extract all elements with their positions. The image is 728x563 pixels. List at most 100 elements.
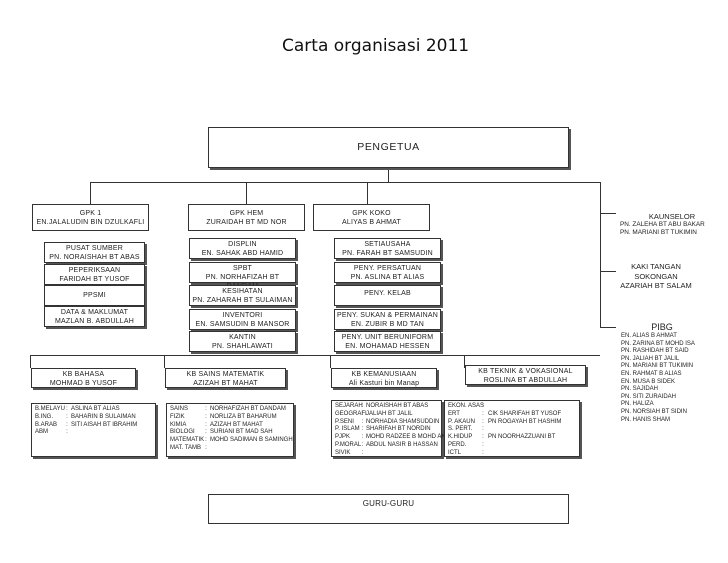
unit-box-peny-sukan: PENY. SUKAN & PERMAINAN EN. ZUBIR B MD T…: [334, 309, 441, 330]
subject-name: ABM: [35, 429, 49, 436]
subject-row: ERT:CIK SHARIFAH BT YUSOF: [448, 411, 576, 419]
subject-sep: :: [66, 413, 68, 420]
subject-teacher: MOHD SADIMAN B SAMINGH: [210, 437, 293, 444]
subject-sep: :: [361, 410, 364, 417]
pibg-member: PN. HANIS SHAM: [621, 416, 671, 423]
subject-teacher: JALIAH BT JALIL: [366, 410, 413, 417]
gpkkoko-box: GPK KOKO ALIYAS B AHMAT: [313, 204, 430, 231]
unit-box-peny-persatuan: PENY. PERSATUAN PN. ASLINA BT ALIAS: [334, 262, 441, 283]
kaki-tangan-line: SOKONGAN: [634, 271, 678, 281]
subject-teacher: NORAISHAH BT ABAS: [366, 403, 429, 409]
unit-title: INVENTORI: [222, 312, 263, 319]
subject-name: SIVIK: [335, 449, 351, 456]
pibg-member: PN. RASHIDAH BT SAID: [621, 348, 689, 355]
subject-row: FIZIK:NORLIZA BT BAHARUM: [170, 414, 290, 422]
unit-box-displin: DISPLIN EN. SAHAK ABD HAMID: [189, 238, 296, 259]
subject-row: KIMIA:AZIZAH BT MAHAT: [170, 422, 290, 430]
unit-box-ppsmi: PPSMI: [44, 285, 145, 306]
subject-row: GEOGRAFI:JALIAH BT JALIL: [335, 411, 438, 419]
unit-name: EN. SAHAK ABD HAMID: [201, 250, 284, 257]
gpkhem-title: GPK HEM: [229, 210, 264, 217]
subject-teacher: [71, 429, 152, 437]
subject-sep: :: [205, 444, 207, 451]
kaunselor-title: KAUNSELOR: [648, 212, 696, 221]
subject-sep: :: [482, 434, 484, 441]
kaki-tangan-group: KAKI TANGAN SOKONGAN AZARIAH BT SALAM: [616, 262, 696, 291]
pengetua-label: PENGETUA: [357, 141, 420, 153]
unit-title: DISPLIN: [228, 241, 257, 248]
unit-box-kesihatan: KESIHATAN PN. ZAHARAH BT SULAIMAN: [189, 285, 296, 306]
subject-row: MATEMATIK:MOHD SADIMAN B SAMINGH: [170, 437, 293, 445]
kaunselor-name: PN. MARIANI BT TUKIMIN: [620, 229, 697, 236]
unit-name: EN. SAMSUDIN B MANSOR: [195, 321, 290, 328]
unit-name: FARIDAH BT YUSOF: [59, 276, 130, 283]
subject-teacher: AZIZAH BT MAHAT: [210, 421, 263, 428]
unit-title: PENY. SUKAN & PERMAINAN: [337, 312, 438, 319]
subject-sep: :: [361, 441, 364, 448]
subject-teacher: [488, 403, 576, 411]
subject-row: P.SENI:NORHADIA SHAMSUDDIN: [335, 419, 439, 427]
gpkhem-name: ZURAIDAH BT MD NOR: [206, 219, 287, 226]
subject-teacher: [488, 442, 576, 450]
gpk1-name: EN.JALALUDIN BIN DZULKAFLI: [36, 219, 145, 226]
unit-name: PN. NORAISHAH BT ABAS: [49, 254, 140, 261]
pibg-member: PN. NORSIAH BT SIDIN: [621, 408, 687, 415]
subject-name: B.MELAYU: [35, 406, 65, 412]
unit-title: KESIHATAN: [222, 288, 263, 295]
kb-box-kemanusiaan: KB KEMANUSIAAN Ali Kasturi bin Manap: [331, 368, 437, 388]
subject-name: MAT. TAMB: [170, 444, 202, 451]
subject-name: EKON. ASAS: [448, 403, 485, 409]
subject-teacher: SURIANI BT MAD SAH: [210, 429, 273, 436]
subject-row: K.HIDUP:PN NOORHAZZUANI BT: [448, 434, 576, 442]
kb-title: KB BAHASA: [62, 371, 105, 378]
kb-name: MOHMAD B YUSOF: [49, 380, 118, 387]
subject-sep: :: [361, 434, 364, 441]
subject-row: P. AKAUN:PN ROGAYAH BT HASHIM: [448, 419, 576, 427]
kb-box-bahasa: KB BAHASA MOHMAD B YUSOF: [31, 368, 136, 388]
subject-teacher: BAHARIN B SULAIMAN: [71, 413, 136, 420]
unit-name: PN. FARAH BT SAMSUDIN: [342, 250, 433, 257]
subject-sep: :: [482, 403, 484, 409]
subject-row: P.MORAL:ABDUL NASIR B HASSAN: [335, 442, 438, 450]
subject-sep: :: [66, 406, 68, 412]
subject-name: MATEMATIK: [170, 437, 205, 444]
unit-name: PN. ZAHARAH BT SULAIMAN: [192, 297, 293, 304]
subject-table-kemanusiaan: SEJARAH:NORAISHAH BT ABAS GEOGRAFI:JALIA…: [331, 400, 451, 457]
pibg-member: PN. HALIZA: [621, 401, 654, 408]
guru-guru-label: GURU-GURU: [362, 499, 415, 508]
kb-title: KB KEMANUSIAAN: [351, 371, 417, 378]
subject-row: B.ING.:BAHARIN B SULAIMAN: [35, 414, 152, 422]
subject-name: P. AKAUN: [448, 418, 475, 425]
pibg-member: PN. JALIAH BT JALIL: [621, 355, 680, 362]
subject-sep: :: [482, 410, 484, 417]
pibg-member: EN. MUSA B SIDEK: [621, 378, 676, 385]
subject-row: PERD.:: [448, 442, 576, 450]
kaki-tangan-name: AZARIAH BT SALAM: [620, 281, 692, 290]
gpk1-title: GPK 1: [79, 210, 102, 217]
kaki-tangan-line: KAKI TANGAN: [631, 262, 681, 271]
subject-name: PERD.: [448, 441, 467, 448]
subject-teacher: SHARIFAH BT NORDIN: [366, 426, 431, 433]
subject-sep: :: [205, 406, 207, 412]
pengetua-box: PENGETUA: [208, 127, 569, 168]
subject-row: B.ARAB:SITI AISAH BT IBRAHIM: [35, 422, 152, 430]
subject-name: B.ING.: [35, 413, 54, 420]
subject-teacher: [488, 426, 576, 434]
subject-name: ERT: [448, 410, 460, 417]
pibg-member: PN. ZARINA BT MOHD ISA: [621, 340, 695, 347]
subject-name: BIOLOGI: [170, 429, 195, 436]
subject-sep: :: [205, 413, 207, 420]
unit-name: PN. ASLINA BT ALIAS: [350, 274, 425, 281]
subject-row: PJPK:MOHD RADZEE B MOHD AKIR: [335, 434, 451, 442]
kb-title: KB TEKNIK & VOKASIONAL: [478, 368, 573, 375]
unit-title: PUSAT SUMBER: [66, 245, 123, 252]
kaunselor-group: KAUNSELOR PN. ZALEHA BT ABU BAKAR PN. MA…: [620, 212, 724, 237]
subject-row: ICTL:: [448, 450, 576, 458]
unit-box-spbt: SPBT PN. NORHAFIZAH BT DANDAM: [189, 262, 296, 290]
pibg-group: PIBG: [616, 322, 708, 333]
subject-name: SAINS: [170, 406, 189, 412]
chart-title: Carta organisasi 2011: [282, 36, 470, 56]
subject-row: SAINS:NORHAFIZAH BT DANDAM: [170, 406, 290, 414]
unit-title: DATA & MAKLUMAT: [60, 309, 129, 316]
pibg-member: PN. SITI ZURAIDAH: [621, 393, 677, 400]
